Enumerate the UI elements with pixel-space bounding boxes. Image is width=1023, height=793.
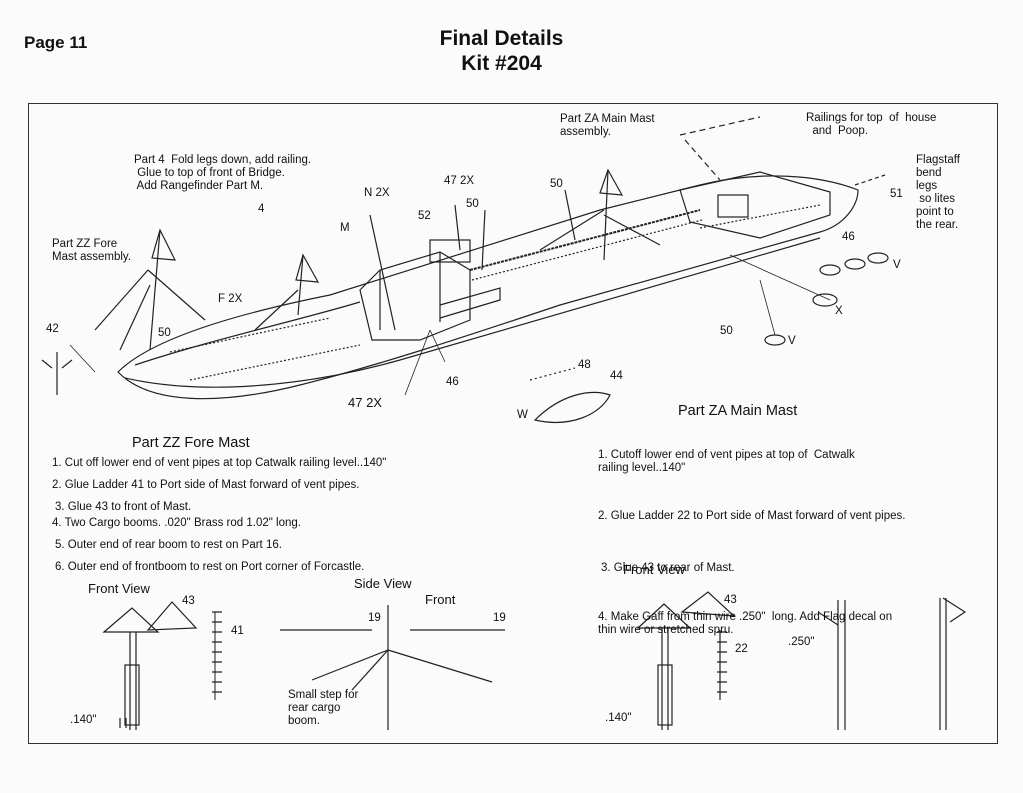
page-title: Final Details Kit #204 [0, 26, 1003, 76]
fore-step-5: 5. Outer end of rear boom to rest on Par… [55, 539, 282, 551]
label-52: 52 [418, 210, 431, 222]
label-front-view-right: Front View [623, 562, 685, 577]
label-4: 4 [258, 203, 265, 215]
fore-step-3: 3. Glue 43 to front of Mast. [55, 501, 192, 513]
label-n2x: N 2X [364, 187, 390, 199]
title-main: Final Details [439, 27, 564, 50]
fore-mast-heading: Part ZZ Fore Mast [132, 435, 250, 451]
label-x: X [835, 305, 843, 317]
label-250: .250" [788, 636, 815, 648]
label-46-b: 46 [446, 376, 459, 388]
label-50-d: 50 [720, 325, 733, 337]
main-mast-section: Part ZA Main Mast 1. Cutoff lower end of… [598, 403, 968, 663]
label-front-view-left: Front View [88, 581, 150, 596]
label-19-b: 19 [493, 612, 506, 624]
label-v-a: V [893, 259, 901, 271]
label-46-a: 46 [842, 231, 855, 243]
fore-step-4: 4. Two Cargo booms. .020" Brass rod 1.02… [52, 517, 301, 529]
label-m: M [340, 222, 350, 234]
label-47-2x-bottom: 47 2X [348, 395, 382, 410]
label-50-c: 50 [158, 327, 171, 339]
label-48: 48 [578, 359, 591, 371]
label-small-step: Small step for rear cargo boom. [288, 689, 359, 727]
label-140-right: .140" [605, 712, 632, 724]
label-47-2x-top: 47 2X [444, 175, 475, 187]
main-step-3: 3. Glue 43 to rear of Mast. [601, 562, 735, 574]
fore-step-2: 2. Glue Ladder 41 to Port side of Mast f… [52, 479, 360, 491]
label-v-b: V [788, 335, 796, 347]
label-43-right: 43 [724, 594, 737, 606]
label-50-b: 50 [550, 178, 563, 190]
callout-zz-assembly: Part ZZ Fore Mast assembly. [52, 238, 132, 263]
label-f2x: F 2X [218, 293, 243, 305]
label-43-left: 43 [182, 595, 195, 607]
callout-flagstaff: Flagstaff bend legs so lites point to th… [916, 154, 960, 231]
fore-mast-section: Part ZZ Fore Mast 1. Cut off lower end o… [52, 435, 472, 574]
diagram-frame [28, 103, 998, 744]
label-140-left: .140" [70, 714, 97, 726]
label-19-a: 19 [368, 612, 381, 624]
fore-step-6: 6. Outer end of frontboom to rest on Por… [55, 561, 365, 573]
label-22: 22 [735, 643, 748, 655]
callout-za-assembly: Part ZA Main Mast assembly. [560, 113, 655, 138]
label-51: 51 [890, 188, 903, 200]
page-number: Page 11 [24, 33, 88, 52]
label-41: 41 [231, 625, 244, 637]
main-step-2: 2. Glue Ladder 22 to Port side of Mast f… [598, 510, 906, 522]
label-side-view: Side View [354, 576, 412, 591]
main-step-1: 1. Cutoff lower end of vent pipes at top… [598, 449, 855, 474]
main-mast-heading: Part ZA Main Mast [678, 403, 798, 419]
fore-step-1: 1. Cut off lower end of vent pipes at to… [52, 457, 387, 469]
label-42: 42 [46, 323, 59, 335]
main-step-4: 4. Make Gaff from thin wire .250" long. … [598, 611, 893, 636]
callout-railings: Railings for top of house and Poop. [806, 112, 937, 137]
label-44: 44 [610, 370, 623, 382]
label-w: W [517, 409, 528, 421]
label-50-a: 50 [466, 198, 479, 210]
callout-part4: Part 4 Fold legs down, add railing. Glue… [134, 154, 312, 192]
label-front: Front [425, 592, 456, 607]
title-kit: Kit #204 [461, 52, 542, 75]
